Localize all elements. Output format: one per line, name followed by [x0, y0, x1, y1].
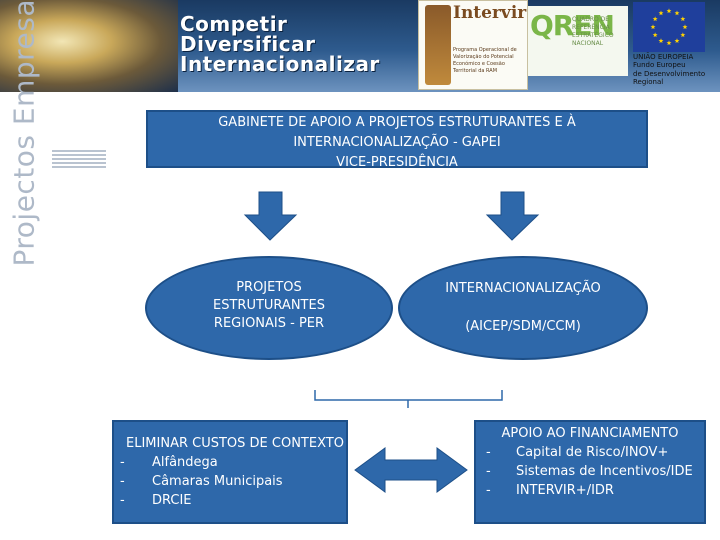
eu-caption-line-4: Regional — [633, 78, 664, 87]
qren-logo: QREN QUADRO DE REFERÊNCIA ESTRATÉGICO NA… — [528, 6, 628, 76]
list-item: - Capital de Risco/INOV+ — [476, 443, 704, 462]
eu-star-icon — [666, 8, 672, 14]
internacionalizacao-subtitle: (AICEP/SDM/CCM) — [465, 319, 581, 334]
eu-star-icon — [658, 38, 664, 43]
qren-subtitle: QUADRO DE REFERÊNCIA ESTRATÉGICO NACIONA… — [572, 16, 614, 47]
banner-title: Competir Diversificar Internacionalizar — [180, 14, 420, 74]
per-ellipse: PROJETOS ESTRUTURANTES REGIONAIS - PER — [145, 256, 393, 360]
handshake-image — [0, 0, 178, 92]
gapei-line-1: GABINETE DE APOIO A PROJETOS ESTRUTURANT… — [218, 115, 576, 130]
eu-star-icon — [658, 10, 664, 16]
double-arrow-icon — [354, 447, 468, 493]
list-item: - Câmaras Municipais — [114, 472, 346, 491]
eu-caption-line-3: de Desenvolvimento — [633, 69, 706, 78]
qren-letters: QREN — [530, 9, 615, 42]
custos-contexto-box: ELIMINAR CUSTOS DE CONTEXTO - Alfândega … — [112, 420, 348, 524]
apoio-item-1: Capital de Risco/INOV+ — [516, 445, 669, 460]
eu-star-icon — [652, 16, 658, 22]
per-line-1: PROJETOS — [236, 280, 302, 295]
eu-caption-line-2: Fundo Europeu — [633, 61, 686, 70]
eu-star-icon — [650, 24, 656, 30]
bracket-connector — [314, 390, 503, 408]
list-item: - INTERVIR+/IDR — [476, 481, 704, 500]
apoio-item-3: INTERVIR+/IDR — [516, 483, 614, 498]
banner-line-2: Diversificar — [180, 32, 316, 56]
apoio-financiamento-box: APOIO AO FINANCIAMENTO - Capital de Risc… — [474, 420, 706, 524]
per-line-3: REGIONAIS - PER — [213, 316, 325, 331]
banner-line-1: Competir — [180, 12, 288, 36]
eu-star-icon — [680, 16, 686, 22]
bullet-dash: - — [120, 493, 125, 508]
apoio-item-2: Sistemas de Incentivos/IDE — [516, 464, 693, 479]
custos-item-2: Câmaras Municipais — [152, 474, 283, 489]
custos-contexto-title: ELIMINAR CUSTOS DE CONTEXTO — [126, 436, 344, 451]
gapei-line-2: INTERNACIONALIZAÇÃO - GAPEI — [293, 135, 501, 150]
list-item: - Sistemas de Incentivos/IDE — [476, 462, 704, 481]
custos-item-1: Alfândega — [152, 455, 218, 470]
internacionalizacao-title: INTERNACIONALIZAÇÃO — [445, 281, 601, 296]
internacionalizacao-ellipse: INTERNACIONALIZAÇÃO (AICEP/SDM/CCM) — [398, 256, 648, 360]
intervir-word: Intervir+ — [453, 3, 541, 23]
gapei-line-3: VICE-PRESIDÊNCIA — [336, 155, 458, 170]
per-line-2: ESTRUTURANTES — [213, 298, 325, 313]
banner-line-3: Internacionalizar — [180, 52, 380, 76]
bullet-dash: - — [486, 483, 491, 498]
sidebar-decorative-lines — [52, 150, 106, 174]
bullet-dash: - — [486, 445, 491, 460]
eu-flag-icon — [633, 2, 705, 52]
list-item: - Alfândega — [114, 453, 346, 472]
intervir-subtitle: Programa Operacional de Valorização do P… — [453, 47, 517, 74]
list-item: - DRCIE — [114, 491, 346, 510]
eu-star-icon — [682, 24, 688, 30]
eu-star-icon — [666, 40, 672, 46]
bullet-dash: - — [120, 474, 125, 489]
intervir-mark-icon — [425, 5, 451, 85]
down-arrow-left-icon — [243, 191, 298, 241]
intervir-logo: Intervir+ Programa Operacional de Valori… — [418, 0, 540, 90]
gapei-box: GABINETE DE APOIO A PROJETOS ESTRUTURANT… — [146, 110, 648, 170]
bullet-dash: - — [486, 464, 491, 479]
eu-star-icon — [680, 32, 686, 38]
down-arrow-right-icon — [485, 191, 540, 241]
custos-item-3: DRCIE — [152, 493, 192, 508]
eu-star-icon — [652, 32, 658, 38]
apoio-financiamento-title: APOIO AO FINANCIAMENTO — [501, 426, 679, 441]
eu-caption: UNIÃO EUROPEIA Fundo Europeu de Desenvol… — [633, 53, 719, 87]
eu-star-icon — [674, 38, 680, 43]
eu-star-icon — [674, 10, 680, 16]
bullet-dash: - — [120, 455, 125, 470]
eu-caption-line-1: UNIÃO EUROPEIA — [633, 53, 694, 61]
